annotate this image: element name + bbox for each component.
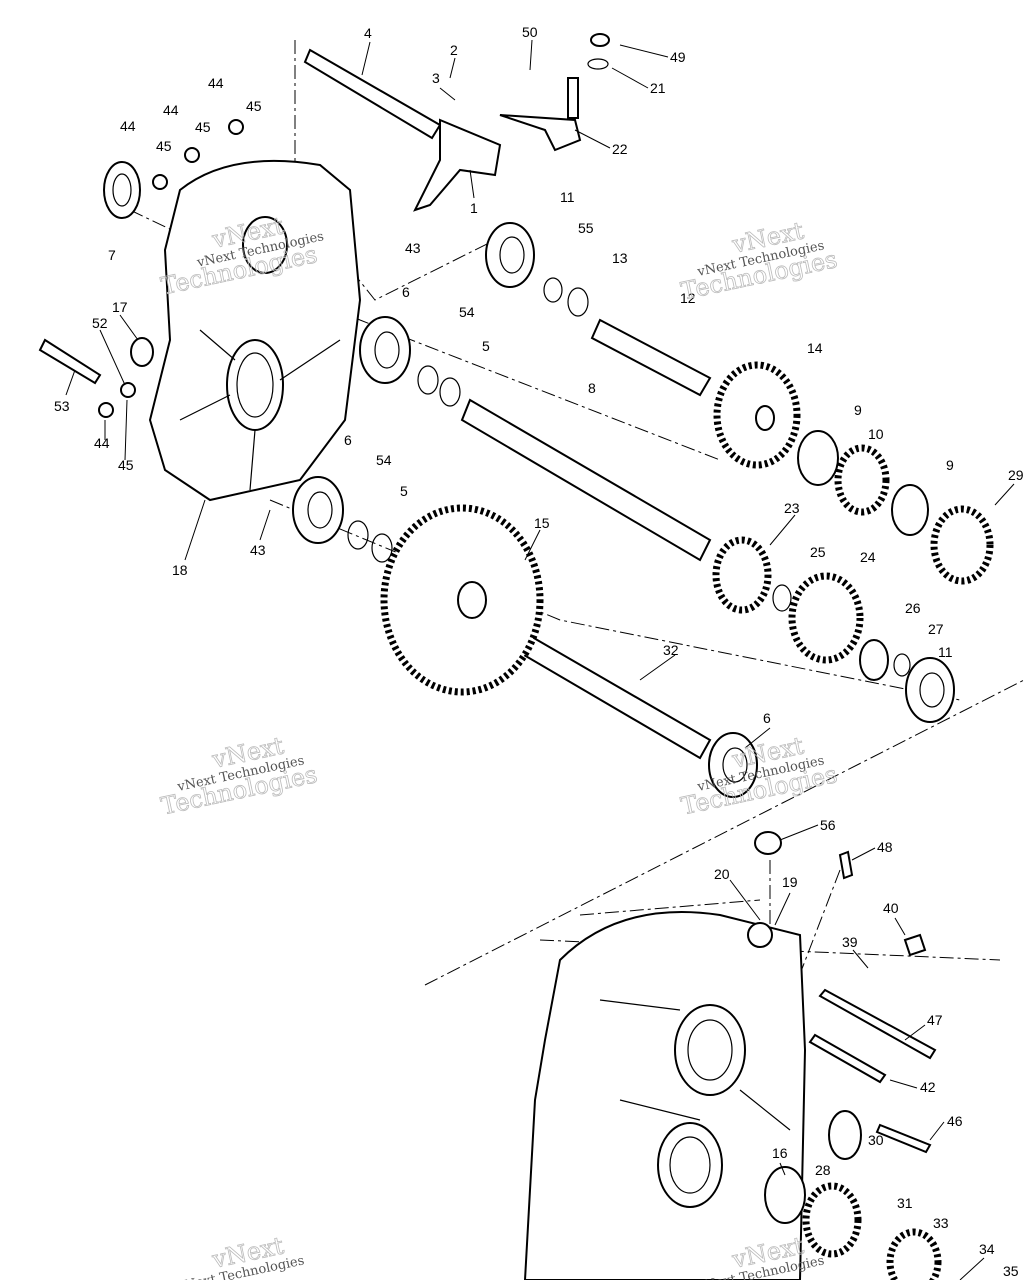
callout-11: 11 [560,189,575,205]
callout-44: 44 [163,102,179,118]
callout-33: 33 [933,1215,949,1231]
callout-8: 8 [588,380,596,396]
callout-12: 12 [680,290,696,306]
callout-46: 46 [947,1113,963,1129]
callout-56: 56 [820,817,836,833]
callout-52: 52 [92,315,108,331]
callout-42: 42 [920,1079,936,1095]
callout-20: 20 [714,866,730,882]
callout-40: 40 [883,900,899,916]
left-housing-cover [148,159,362,502]
callout-5: 5 [400,483,408,499]
callout-7: 7 [108,247,116,263]
callout-2: 2 [450,42,458,58]
callout-45: 45 [246,98,262,114]
callout-44: 44 [120,118,136,134]
callout-54: 54 [459,304,475,320]
callout-48: 48 [877,839,893,855]
callout-47: 47 [927,1012,943,1028]
callout-39: 39 [842,934,858,950]
callouts: 4 2 50 49 21 3 22 1 44 45 44 45 44 45 7 … [54,24,1024,1280]
callout-29: 29 [1008,467,1024,483]
callout-13: 13 [612,250,628,266]
callout-24: 24 [860,549,876,565]
callout-50: 50 [522,24,538,40]
callout-26: 26 [905,600,921,616]
callout-53: 53 [54,398,70,414]
shafts [38,48,712,760]
callout-1: 1 [470,200,478,216]
callout-43: 43 [405,240,421,256]
callout-14: 14 [807,340,823,356]
callout-25: 25 [810,544,826,560]
callout-44: 44 [208,75,224,91]
callout-9: 9 [854,402,862,418]
callout-19: 19 [782,874,798,890]
callout-27: 27 [928,621,944,637]
callout-16: 16 [772,1145,788,1161]
callout-45: 45 [195,119,211,135]
callout-30: 30 [868,1132,884,1148]
callout-6: 6 [402,284,410,300]
callout-9: 9 [946,457,954,473]
callout-35: 35 [1003,1263,1019,1279]
callout-31: 31 [897,1195,913,1211]
callout-4: 4 [364,25,372,41]
bolts [808,850,937,1154]
callout-21: 21 [650,80,666,96]
callout-55: 55 [578,220,594,236]
right-housing [523,911,807,1280]
callout-11: 11 [938,644,953,660]
callout-23: 23 [784,500,800,516]
callout-18: 18 [172,562,188,578]
callout-6: 6 [763,710,771,726]
callout-43: 43 [250,542,266,558]
callout-3: 3 [432,70,440,86]
bearings-and-washers [98,33,955,1224]
gears [380,361,994,1280]
callout-17: 17 [112,299,128,315]
callout-34: 34 [979,1241,995,1257]
callout-10: 10 [868,426,884,442]
callout-5: 5 [482,338,490,354]
callout-22: 22 [612,141,628,157]
callout-45: 45 [118,457,134,473]
callout-44: 44 [94,435,110,451]
callout-28: 28 [815,1162,831,1178]
shift-fork-and-lever [413,77,582,212]
callout-15: 15 [534,515,550,531]
callout-6: 6 [344,432,352,448]
callout-45: 45 [156,138,172,154]
callout-54: 54 [376,452,392,468]
callout-49: 49 [670,49,686,65]
callout-32: 32 [663,642,679,658]
